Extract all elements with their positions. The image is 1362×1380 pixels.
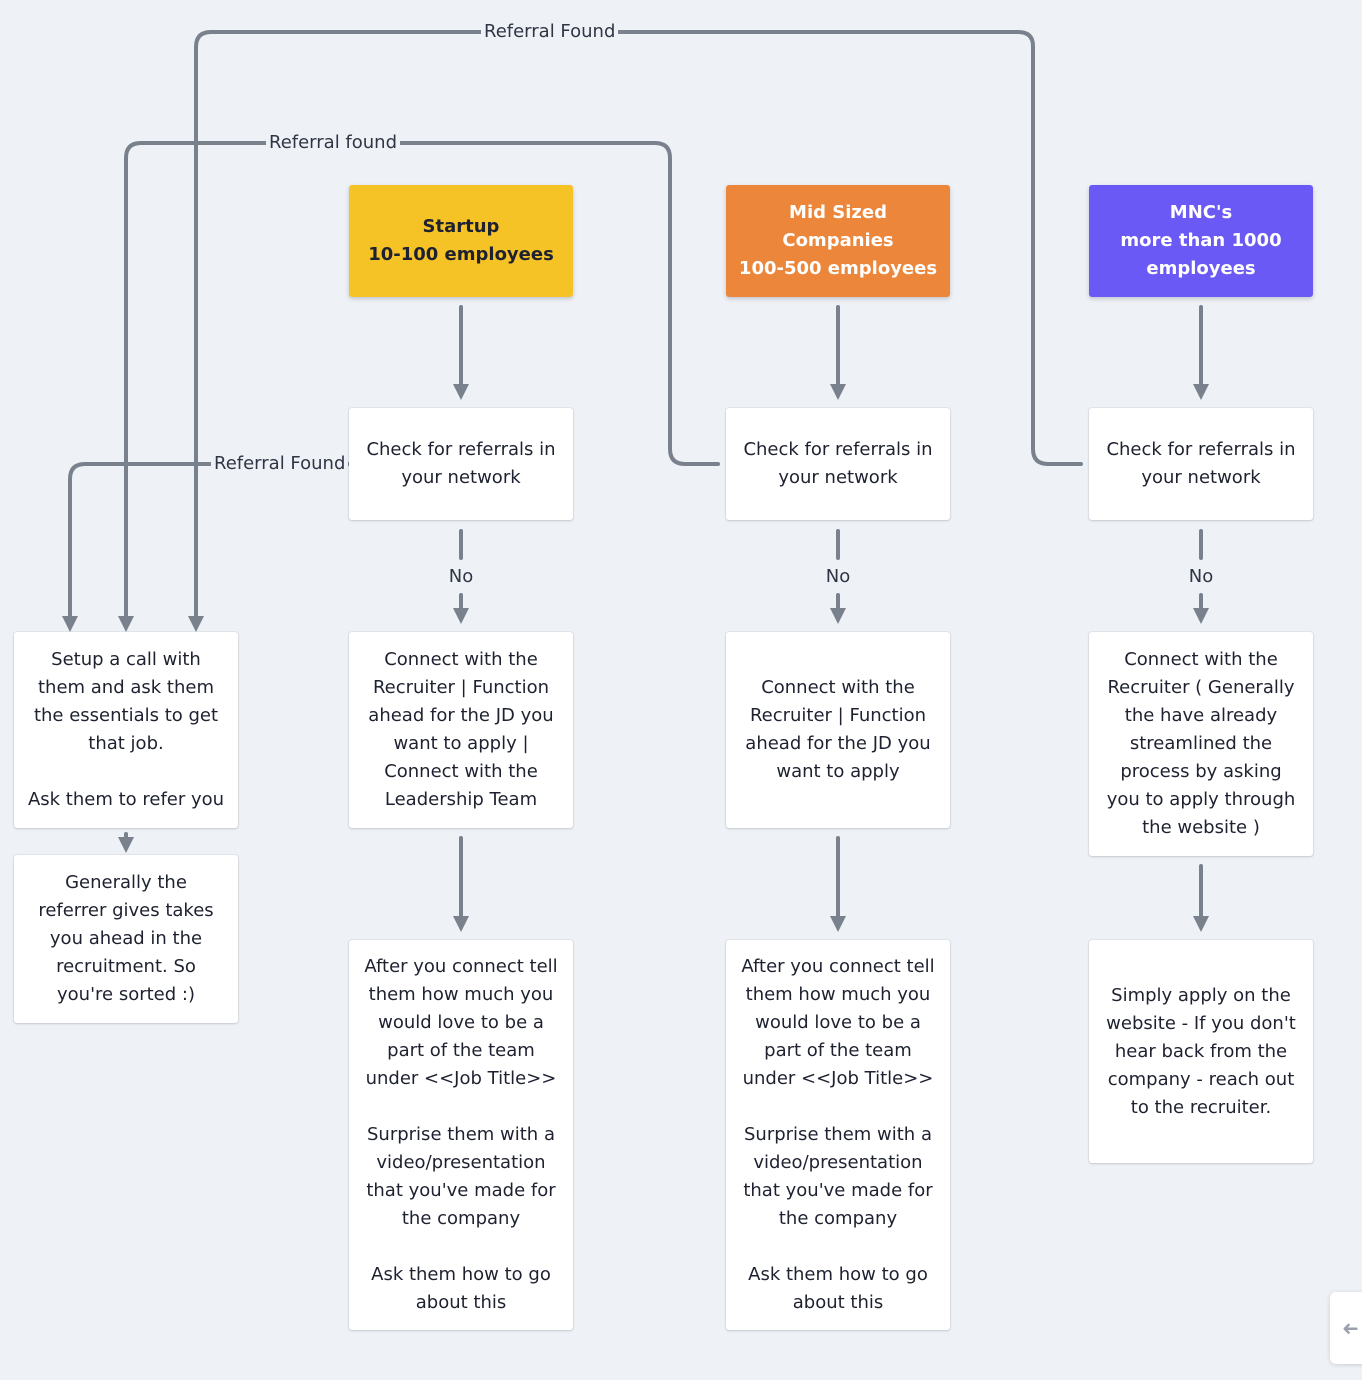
mid-sized-title-node[interactable]: Mid Sized Companies 100-500 employees xyxy=(726,185,950,297)
mnc-connect-recruiter-node[interactable]: Connect with the Recruiter ( Generally t… xyxy=(1089,632,1313,856)
startup-check-referrals-node[interactable]: Check for referrals in your network xyxy=(349,408,573,520)
mid-sized-check-referrals-node[interactable]: Check for referrals in your network xyxy=(726,408,950,520)
setup-call-node[interactable]: Setup a call with them and ask them the … xyxy=(14,632,238,828)
no-mnc-label: No xyxy=(1185,566,1217,588)
referral-found-mid-label: Referral found xyxy=(266,132,401,154)
mid-sized-followup-node[interactable]: After you connect tell them how much you… xyxy=(726,940,950,1330)
no-mid-label: No xyxy=(822,566,854,588)
edge-referral-startup xyxy=(62,462,351,632)
referral-outcome-node[interactable]: Generally the referrer gives takes you a… xyxy=(14,855,238,1023)
edge-referral-mnc xyxy=(188,30,1083,632)
arrow-left-icon: ➜ xyxy=(1342,1316,1359,1340)
side-panel-toggle[interactable]: ➜ xyxy=(1330,1292,1362,1364)
mid-sized-connect-recruiter-node[interactable]: Connect with the Recruiter | Function ah… xyxy=(726,632,950,828)
mnc-followup-node[interactable]: Simply apply on the website - If you don… xyxy=(1089,940,1313,1163)
referral-found-mnc-label: Referral Found xyxy=(481,21,619,43)
no-startup-label: No xyxy=(445,566,477,588)
startup-title-node[interactable]: Startup 10-100 employees xyxy=(349,185,573,297)
startup-followup-node[interactable]: After you connect tell them how much you… xyxy=(349,940,573,1330)
startup-connect-recruiter-node[interactable]: Connect with the Recruiter | Function ah… xyxy=(349,632,573,828)
referral-found-startup-label: Referral Found xyxy=(211,453,349,475)
mnc-title-node[interactable]: MNC's more than 1000 employees xyxy=(1089,185,1313,297)
mnc-check-referrals-node[interactable]: Check for referrals in your network xyxy=(1089,408,1313,520)
